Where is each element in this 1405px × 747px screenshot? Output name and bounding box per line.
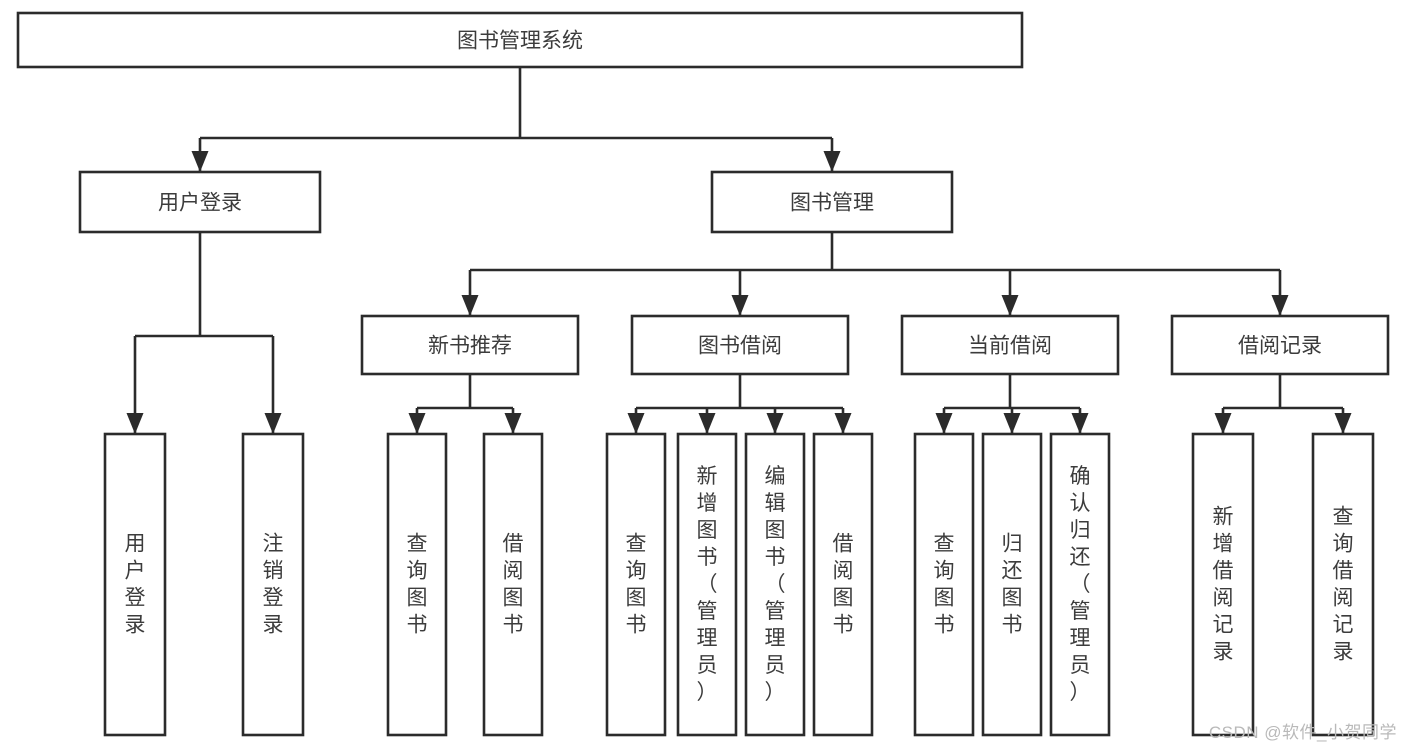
node-box[interactable]	[744, 432, 806, 737]
node-leaf_8[interactable]: 查询图书	[913, 432, 975, 737]
arrow-head-icon	[1214, 413, 1232, 434]
node-box[interactable]	[812, 432, 874, 737]
node-leaf_5[interactable]: 新增图书（管理员）	[676, 432, 738, 737]
arrow-head-icon	[126, 413, 144, 434]
node-box[interactable]	[710, 170, 954, 234]
node-root[interactable]: 图书管理系统	[16, 11, 1024, 69]
node-box[interactable]	[1049, 432, 1111, 737]
node-label: 注销登录	[263, 533, 284, 637]
node-box[interactable]	[981, 432, 1043, 737]
node-label: 当前借阅	[968, 335, 1052, 358]
connector-group-l2_2	[935, 374, 1089, 434]
node-box[interactable]	[913, 432, 975, 737]
arrow-head-icon	[1334, 413, 1352, 434]
node-label: 查询图书	[934, 533, 955, 637]
arrow-head-icon	[461, 295, 479, 316]
arrow-head-icon	[1071, 413, 1089, 434]
arrow-head-icon	[1003, 413, 1021, 434]
node-box[interactable]	[1170, 314, 1390, 376]
node-label: 新增借阅记录	[1213, 506, 1234, 664]
arrow-head-icon	[766, 413, 784, 434]
node-label: 图书管理	[790, 192, 874, 215]
arrow-head-icon	[935, 413, 953, 434]
node-leaf_2[interactable]: 查询图书	[386, 432, 448, 737]
node-l2_2[interactable]: 当前借阅	[900, 314, 1120, 376]
arrow-head-icon	[731, 295, 749, 316]
node-label: 编辑图书（管理员）	[765, 465, 786, 704]
node-box[interactable]	[1191, 432, 1255, 737]
node-label: 图书管理系统	[457, 30, 583, 53]
node-label: 借阅图书	[503, 533, 524, 637]
node-leaf_0[interactable]: 用户登录	[103, 432, 167, 737]
arrow-head-icon	[264, 413, 282, 434]
arrow-head-icon	[504, 413, 522, 434]
node-l2_3[interactable]: 借阅记录	[1170, 314, 1390, 376]
node-leaf_3[interactable]: 借阅图书	[482, 432, 544, 737]
arrow-head-icon	[834, 413, 852, 434]
arrow-head-icon	[191, 151, 209, 172]
node-box[interactable]	[1311, 432, 1375, 737]
node-l1_1[interactable]: 图书管理	[710, 170, 954, 234]
node-box[interactable]	[241, 432, 305, 737]
node-leaf_6[interactable]: 编辑图书（管理员）	[744, 432, 806, 737]
node-l2_0[interactable]: 新书推荐	[360, 314, 580, 376]
node-label: 图书借阅	[698, 335, 782, 358]
arrow-head-icon	[698, 413, 716, 434]
node-l1_0[interactable]: 用户登录	[78, 170, 322, 234]
arrow-head-icon	[627, 413, 645, 434]
node-label: 用户登录	[158, 192, 242, 215]
node-box[interactable]	[630, 314, 850, 376]
node-layer: 图书管理系统用户登录图书管理新书推荐图书借阅当前借阅借阅记录用户登录注销登录查询…	[16, 11, 1390, 737]
arrow-head-icon	[1001, 295, 1019, 316]
node-leaf_12[interactable]: 查询借阅记录	[1311, 432, 1375, 737]
node-leaf_10[interactable]: 确认归还（管理员）	[1049, 432, 1111, 737]
node-box[interactable]	[605, 432, 667, 737]
node-label: 借阅图书	[833, 533, 854, 637]
connector-group-root	[191, 67, 841, 172]
node-label: 确认归还（管理员）	[1070, 465, 1091, 704]
node-box[interactable]	[16, 11, 1024, 69]
connector-group-l1_0	[126, 232, 282, 434]
node-box[interactable]	[103, 432, 167, 737]
connector-group-l2_1	[627, 374, 852, 434]
node-label: 借阅记录	[1238, 335, 1322, 358]
node-box[interactable]	[900, 314, 1120, 376]
node-label: 查询借阅记录	[1333, 506, 1354, 664]
node-label: 查询图书	[626, 533, 647, 637]
node-label: 查询图书	[407, 533, 428, 637]
node-label: 新书推荐	[428, 335, 512, 358]
arrow-head-icon	[823, 151, 841, 172]
node-label: 用户登录	[125, 533, 146, 637]
connector-group-l2_3	[1214, 374, 1352, 434]
node-leaf_1[interactable]: 注销登录	[241, 432, 305, 737]
connector-group-l2_0	[408, 374, 522, 434]
arrow-head-icon	[1271, 295, 1289, 316]
node-leaf_7[interactable]: 借阅图书	[812, 432, 874, 737]
arrow-head-icon	[408, 413, 426, 434]
watermark-label: CSDN @软件_小贺同学	[1208, 723, 1397, 742]
node-box[interactable]	[482, 432, 544, 737]
node-leaf_9[interactable]: 归还图书	[981, 432, 1043, 737]
node-box[interactable]	[386, 432, 448, 737]
node-box[interactable]	[676, 432, 738, 737]
node-box[interactable]	[360, 314, 580, 376]
node-label: 新增图书（管理员）	[697, 465, 718, 704]
node-l2_1[interactable]: 图书借阅	[630, 314, 850, 376]
connector-group-l1_1	[461, 232, 1289, 316]
node-box[interactable]	[78, 170, 322, 234]
node-leaf_4[interactable]: 查询图书	[605, 432, 667, 737]
connector-layer	[126, 67, 1352, 434]
node-leaf_11[interactable]: 新增借阅记录	[1191, 432, 1255, 737]
node-label: 归还图书	[1002, 533, 1023, 637]
